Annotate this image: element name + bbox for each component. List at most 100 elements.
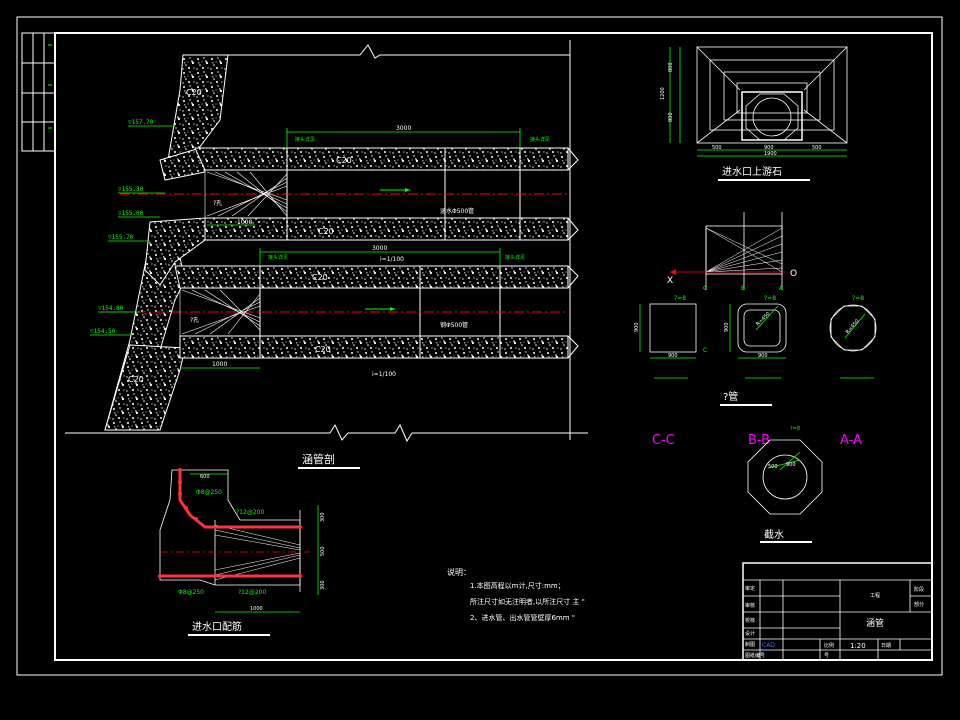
elev-1: ▽157.70 <box>128 119 154 126</box>
pipe-dim-2: 900 <box>758 353 768 359</box>
plan-dim-w1: 500 <box>712 145 722 151</box>
collar-thk: ?=8 <box>790 426 800 432</box>
upper-slab-top <box>194 147 569 171</box>
tb-phase: 阶段 <box>914 586 924 593</box>
tb-r1: 审定 <box>745 585 755 592</box>
label-o: O <box>790 269 797 279</box>
c20-label-5: C20 <box>315 345 331 354</box>
section-label-bb: B-B <box>748 433 770 448</box>
rebar-bars <box>160 470 300 578</box>
elev-4: ▽155.70 <box>108 234 134 241</box>
plan-dim-h1: 800 <box>668 62 674 72</box>
binding-strip <box>21 32 56 152</box>
tb-r6: 图纸编号 <box>745 652 765 659</box>
c20-label-4: C20 <box>312 273 328 282</box>
inlet-plan <box>669 46 848 157</box>
collar-title: 截水 <box>764 528 784 541</box>
tb-r4: 设计 <box>745 630 755 637</box>
label-x: X <box>667 276 673 286</box>
plan-dim-w3: 500 <box>812 145 822 151</box>
label-a: A <box>779 285 784 292</box>
tb-part: 部分 <box>914 601 924 608</box>
rebar-title: 进水口配筋 <box>192 620 242 633</box>
thk-2: ?=8 <box>764 295 776 302</box>
joint-note-2: 接头详见 <box>530 136 550 143</box>
collar-d2: 900 <box>786 462 796 468</box>
c20-label-1: C20 <box>186 88 202 97</box>
rebar-dim-c: 300 <box>320 580 326 590</box>
dim-inlet: 1000 <box>212 361 227 368</box>
rebar-dim-top: 600 <box>200 474 210 480</box>
pipe-dim-side: 900 <box>634 322 640 332</box>
thk-1: ?=8 <box>674 295 686 302</box>
joint-note-3: 接头详见 <box>268 254 288 261</box>
outer-frame <box>16 16 943 676</box>
elev-6: ▽154.50 <box>90 328 116 335</box>
rebar-top-label: Φ8@250 <box>196 489 222 496</box>
rebar-bot-label: Φ8@250 <box>178 589 204 596</box>
pipe-detail-title: ?管 <box>723 390 738 403</box>
lower-inlet-funnel <box>179 287 261 337</box>
label-b: B <box>741 285 745 292</box>
collar-d1: 500 <box>768 464 778 470</box>
c20-label-3: C20 <box>318 227 334 236</box>
tb-date-label: 日期 <box>881 643 891 649</box>
rebar-bot-label-2: ?12@200 <box>238 589 266 596</box>
rebar-mid-label: ?12@200 <box>236 509 264 516</box>
dim-length-upper: 3000 <box>396 125 411 132</box>
title-block <box>742 562 933 661</box>
tb-number-label: 号 <box>824 653 829 659</box>
plan-dim-w2: 900 <box>764 145 774 151</box>
side-text-lower: ?孔 <box>190 316 199 324</box>
tb-r2: 审核 <box>745 602 755 609</box>
elev-5: ▽154.80 <box>98 305 124 312</box>
dim-inlet-upper: 1000 <box>237 219 252 226</box>
notes-line-3: 2、进水管、出水管管壁厚6mm " <box>470 613 575 622</box>
joint-note-4: 接头详见 <box>505 254 525 261</box>
pipe-dim-1: 900 <box>668 353 678 359</box>
tb-software: CAD <box>762 642 775 649</box>
pipe-dim-side-2: 900 <box>724 322 730 332</box>
notes-line-1: 1.本图高程以m计,尺寸:mm； <box>470 581 565 590</box>
tb-drawing-name: 涵管 <box>866 617 884 629</box>
c20-label-2: C20 <box>336 156 352 165</box>
side-text-upper: ?孔 <box>213 199 222 207</box>
section-label-cc: C-C <box>652 433 675 448</box>
elev-3: ▽155.00 <box>118 210 144 217</box>
joint-note-1: 接头详见 <box>295 136 315 143</box>
section-label-aa: A-A <box>840 433 862 448</box>
tb-scale: 1:20 <box>850 642 866 650</box>
thk-3: ?=8 <box>852 295 864 302</box>
tb-r5: 制图 <box>745 641 755 648</box>
inlet-plan-title: 进水口上游石 <box>722 165 782 178</box>
plan-dim-total: 1900 <box>764 151 777 157</box>
elev-2: ▽155.30 <box>118 186 144 193</box>
slope-upper: i=1/100 <box>380 256 404 263</box>
rebar-dim-bottom: 1000 <box>250 606 263 612</box>
plan-dim-h2: 1200 <box>660 87 666 100</box>
c20-label-6: C20 <box>128 375 144 384</box>
inner-frame <box>54 32 933 661</box>
pipe-radius-2: R=450 <box>845 318 861 335</box>
plan-dim-h3: 800 <box>668 112 674 122</box>
pipe-detail <box>639 212 877 379</box>
pipe-radius: R=450 <box>755 311 771 327</box>
pipe-label-lower: 钢Φ500管 <box>440 321 468 329</box>
tb-project: 工程 <box>870 592 880 599</box>
dim-length-lower: 3000 <box>372 245 387 252</box>
elevation-marks <box>90 125 175 336</box>
rebar-dim-b: 500 <box>320 546 326 556</box>
main-section-title: 涵管剖 <box>302 452 335 466</box>
collar <box>747 439 823 515</box>
slope-lower: i=1/100 <box>372 371 396 378</box>
rebar-dim-a: 300 <box>320 512 326 522</box>
label-c: C <box>703 285 707 292</box>
notes-heading: 说明： <box>447 567 471 577</box>
pipe-label-upper: 涵水Φ500管 <box>440 207 474 215</box>
tb-r3: 校核 <box>745 617 755 624</box>
notes-line-2: 所注尺寸如无注明者,以所注尺寸 主 " <box>470 597 585 606</box>
main-section: ▽157.70 ▽155.30 ▽155.00 ▽155.70 ▽154.80 … <box>65 40 588 469</box>
upper-inlet-funnel <box>204 169 288 219</box>
label-c-side: C <box>703 347 707 354</box>
